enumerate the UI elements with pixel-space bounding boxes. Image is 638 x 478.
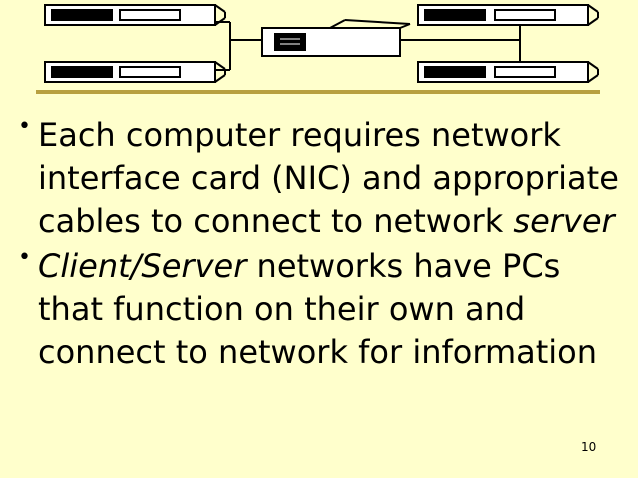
bullet-item: • Each computer requires network interfa… bbox=[18, 114, 628, 243]
divider-rule bbox=[36, 90, 600, 94]
bullet-emphasis: Client/Server bbox=[38, 247, 247, 285]
network-diagram bbox=[44, 4, 599, 83]
bullet-dot: • bbox=[18, 245, 31, 270]
slide-number: 10 bbox=[581, 440, 597, 454]
workstation-icon bbox=[417, 61, 599, 83]
workstation-icon bbox=[44, 61, 226, 83]
bullet-item: • Client/Server networks have PCs that f… bbox=[18, 245, 628, 374]
bullet-list: • Each computer requires network interfa… bbox=[18, 114, 628, 374]
server-icon bbox=[261, 19, 411, 57]
bullet-dot: • bbox=[18, 114, 31, 139]
workstation-icon bbox=[417, 4, 599, 26]
bullet-text: Each computer requires network interface… bbox=[38, 116, 619, 240]
bullet-emphasis: server bbox=[513, 202, 615, 240]
bullet-text: networks have PCs that function on their… bbox=[38, 247, 598, 371]
workstation-icon bbox=[44, 4, 226, 26]
